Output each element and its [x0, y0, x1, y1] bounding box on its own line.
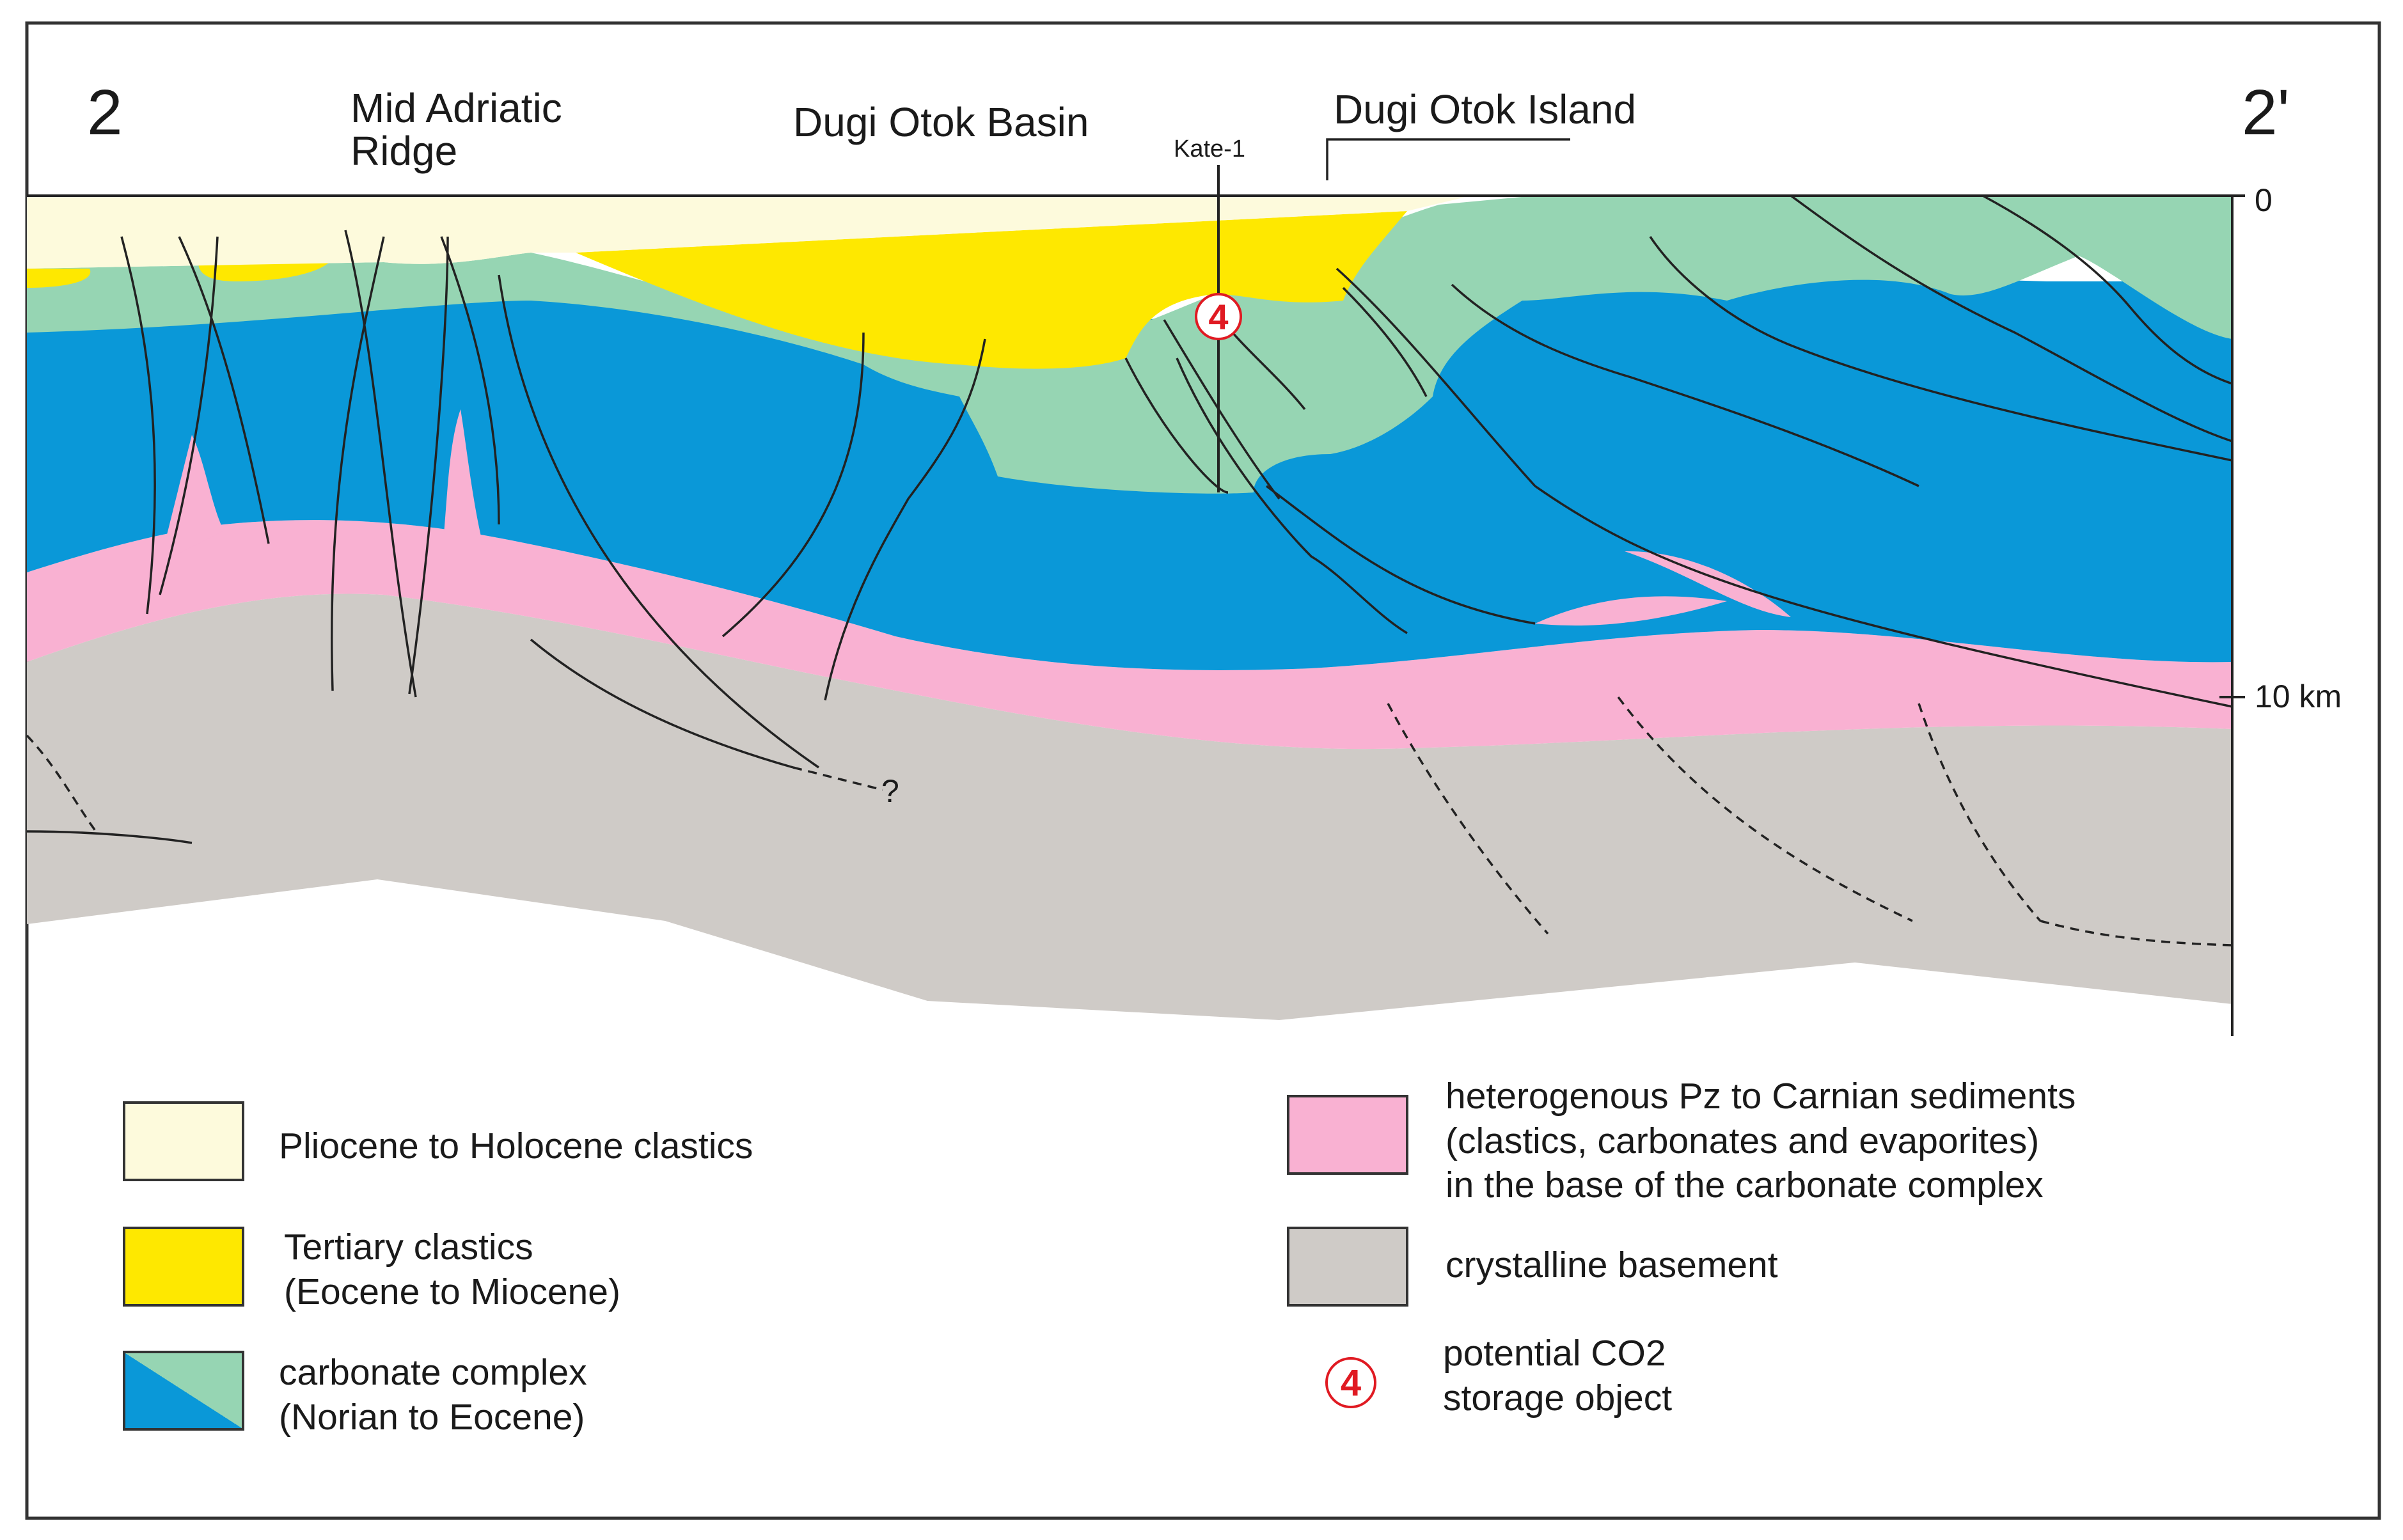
- pink-lens-3: [1535, 551, 1791, 626]
- dugi-otok-island-label: Dugi Otok Island: [1334, 86, 1637, 132]
- storage-object-marker: 4: [1195, 293, 1242, 340]
- section-start-label: 2: [87, 77, 123, 148]
- uncertain-fault-label: ?: [881, 773, 899, 809]
- depth-label-0: 0: [2255, 182, 2273, 218]
- legend-label-pliocene: Pliocene to Holocene clastics: [279, 1126, 753, 1167]
- faults-dashed: [26, 696, 2233, 947]
- legend-swatch-basement: [1287, 1227, 1408, 1307]
- layer-basement: [27, 593, 2232, 1020]
- legend-swatch-carbonate: [123, 1351, 244, 1431]
- faults: [26, 194, 2233, 844]
- legend-swatch-pliocene: [123, 1101, 244, 1181]
- legend-swatch-heterogeneous: [1287, 1095, 1408, 1175]
- legend-label-basement: crystalline basement: [1446, 1245, 1778, 1285]
- layer-tertiary-left: [27, 259, 333, 288]
- layer-tertiary: [576, 211, 1407, 369]
- legend-label-co2: potential CO2 storage object: [1443, 1333, 1673, 1418]
- section-end-label: 2': [2242, 77, 2290, 148]
- dugi-otok-basin-label: Dugi Otok Basin: [793, 99, 1089, 145]
- layer-pliocene: [27, 196, 1471, 269]
- legend-swatch-tertiary: [123, 1227, 244, 1307]
- layer-heterogeneous: [27, 520, 2232, 750]
- depth-label-10: 10 km: [2255, 679, 2342, 714]
- pink-lens-2: [441, 409, 486, 563]
- legend-label-tertiary: Tertiary clastics (Eocene to Miocene): [284, 1227, 620, 1312]
- mid-adriatic-ridge-label: Mid Adriatic Ridge: [351, 85, 562, 175]
- island-bracket: [1326, 138, 1570, 180]
- legend-label-carbonate: carbonate complex (Norian to Eocene): [279, 1352, 587, 1438]
- legend-label-heterogeneous: heterogenous Pz to Carnian sediments (cl…: [1446, 1076, 2076, 1206]
- well-label: Kate-1: [1174, 136, 1245, 162]
- legend-marker-co2: 4: [1325, 1357, 1376, 1408]
